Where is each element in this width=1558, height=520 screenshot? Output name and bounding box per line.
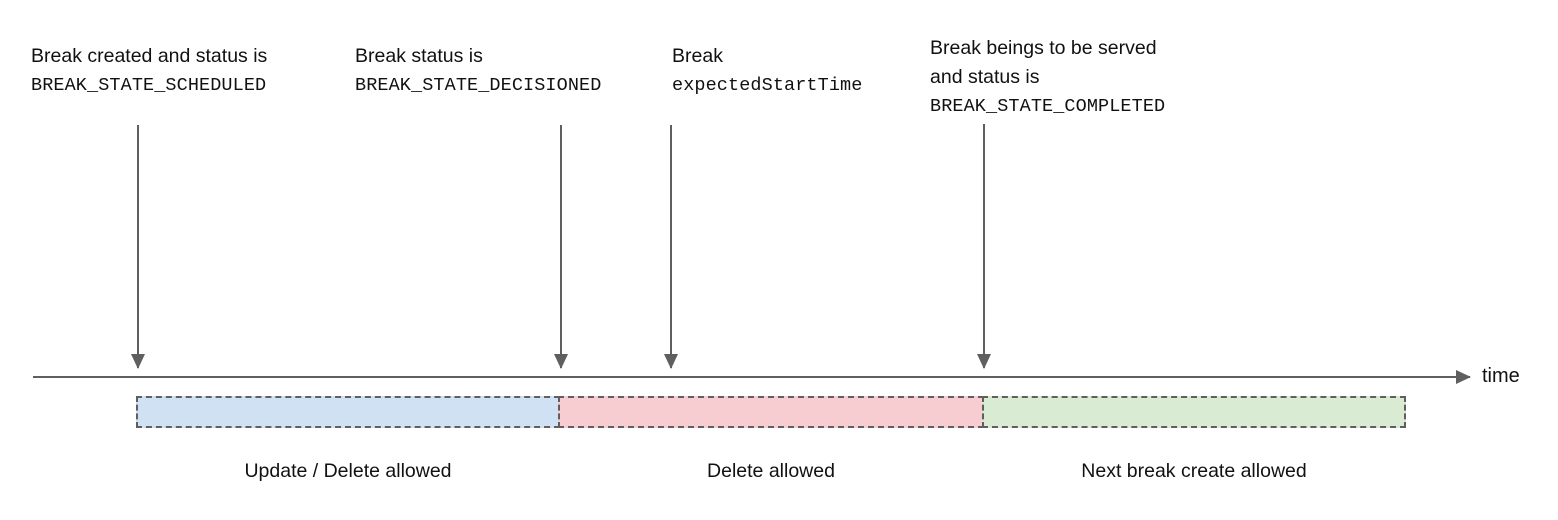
timeline-segment-completed bbox=[982, 396, 1406, 428]
annotation-completed-line-3: BREAK_STATE_COMPLETED bbox=[930, 96, 1166, 117]
arrow-down-icon-completed bbox=[976, 124, 992, 369]
segment-caption-decisioned: Delete allowed bbox=[707, 460, 835, 482]
arrow-stem bbox=[983, 124, 985, 368]
arrow-stem bbox=[137, 125, 139, 368]
annotation-expected-start-line-1: Break bbox=[672, 45, 723, 67]
annotation-decisioned: Break status is BREAK_STATE_DECISIONED bbox=[355, 42, 601, 100]
annotation-completed-line-1: Break beings to be served bbox=[930, 37, 1157, 59]
timeline-segment-scheduled bbox=[136, 396, 560, 428]
arrow-down-icon-decisioned bbox=[553, 125, 569, 369]
arrow-down-icon-expected-start bbox=[663, 125, 679, 369]
time-axis bbox=[33, 370, 1471, 384]
arrow-down-icon-scheduled bbox=[130, 125, 146, 369]
annotation-completed-line-2: and status is bbox=[930, 66, 1040, 88]
annotation-scheduled-line-1: Break created and status is bbox=[31, 45, 268, 67]
arrow-stem bbox=[670, 125, 672, 368]
arrow-stem bbox=[560, 125, 562, 368]
segment-caption-scheduled: Update / Delete allowed bbox=[244, 460, 452, 482]
annotation-completed: Break beings to be served and status is … bbox=[930, 34, 1165, 121]
annotation-scheduled-line-2: BREAK_STATE_SCHEDULED bbox=[31, 75, 267, 96]
arrow-right-icon bbox=[1456, 370, 1471, 384]
annotation-scheduled: Break created and status is BREAK_STATE_… bbox=[31, 42, 267, 100]
axis-line bbox=[33, 376, 1470, 378]
annotation-expected-start-line-2: expectedStartTime bbox=[672, 75, 863, 96]
annotation-decisioned-line-2: BREAK_STATE_DECISIONED bbox=[355, 75, 602, 96]
arrow-head bbox=[977, 354, 991, 369]
arrow-head bbox=[664, 354, 678, 369]
axis-label-time: time bbox=[1482, 365, 1520, 387]
annotation-expected-start: Break expectedStartTime bbox=[672, 42, 862, 100]
arrow-head bbox=[131, 354, 145, 369]
segment-caption-completed: Next break create allowed bbox=[1081, 460, 1307, 482]
arrow-head bbox=[554, 354, 568, 369]
annotation-decisioned-line-1: Break status is bbox=[355, 45, 483, 67]
timeline-segment-decisioned bbox=[558, 396, 984, 428]
